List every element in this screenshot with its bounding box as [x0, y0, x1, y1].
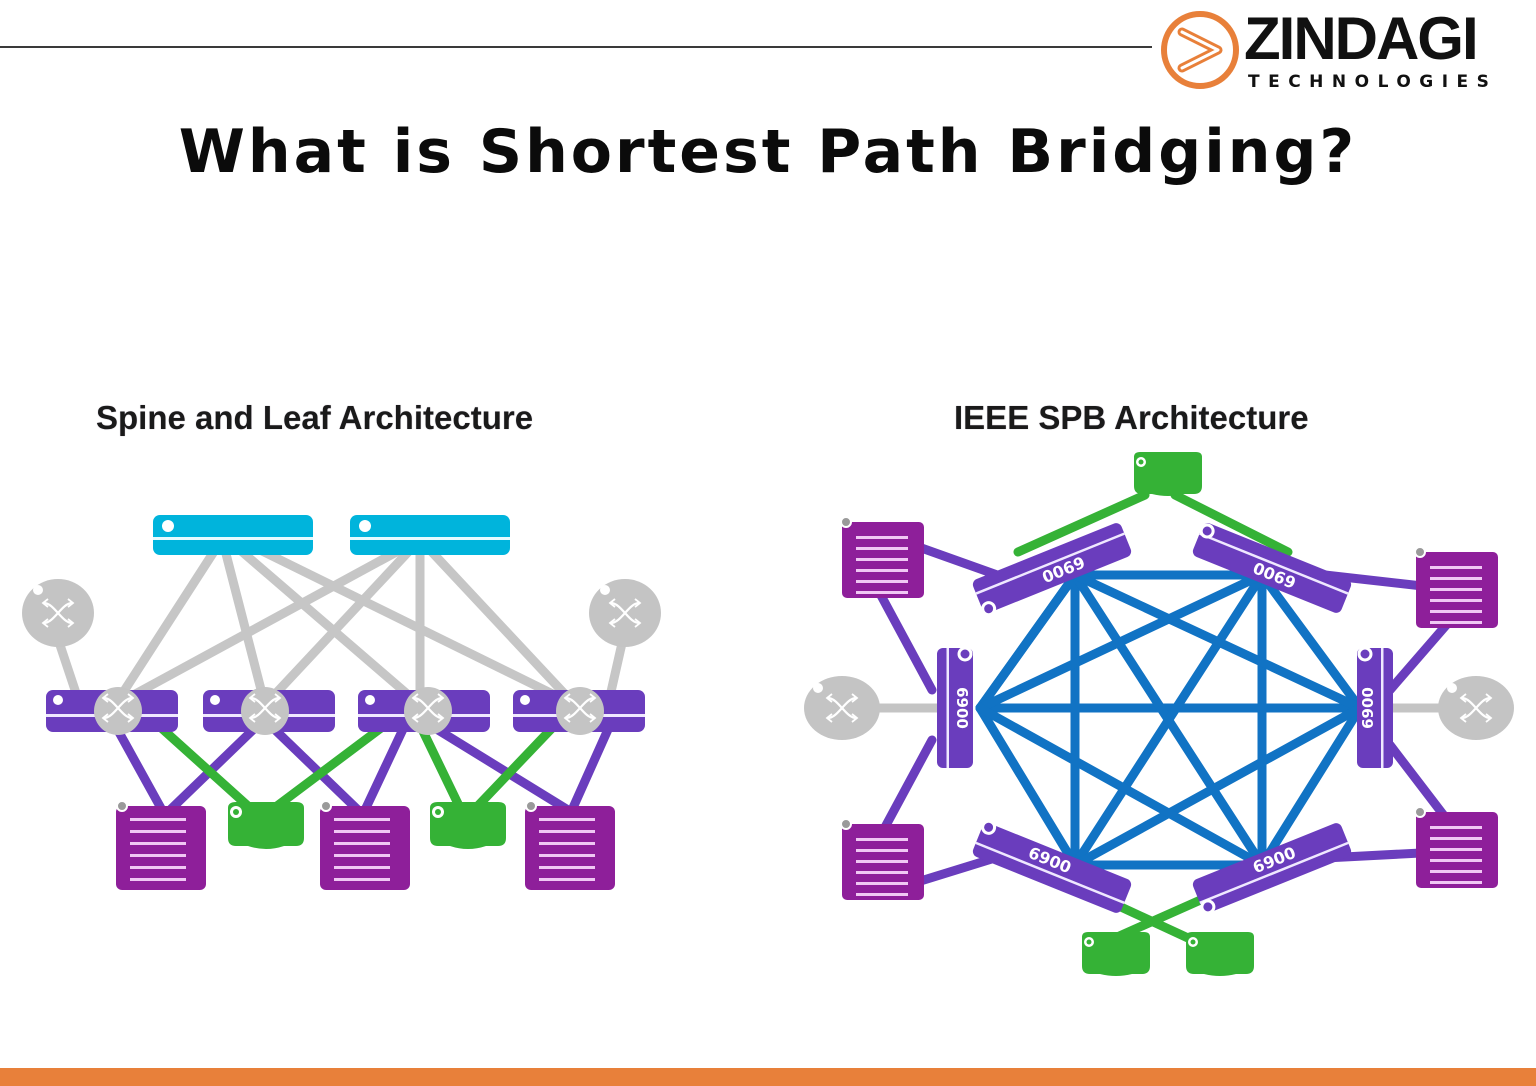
router-icon: [22, 579, 94, 647]
logo-wordmark: ZINDAGI: [1244, 5, 1479, 72]
server-icon: [320, 800, 410, 890]
spb-title: IEEE SPB Architecture: [954, 399, 1309, 436]
server-icon: [116, 800, 206, 890]
mesh-links: [975, 570, 1365, 870]
storage-icon: [430, 802, 506, 849]
storage-icon: [1134, 452, 1202, 496]
server-icon: [1414, 806, 1498, 888]
leaf-switch-icon: [513, 687, 645, 735]
leaf-switch-icon: [203, 687, 335, 735]
spb-mesh-diagram: 6900 6900 6900 6900 6900 6900: [804, 452, 1514, 976]
core-switch-icon: 6900: [1192, 823, 1352, 915]
header-divider: [0, 46, 1152, 48]
footer-accent-bar: [0, 1068, 1536, 1086]
spine-switch-icon: [350, 515, 510, 555]
page-title: What is Shortest Path Bridging?: [178, 117, 1358, 187]
core-switch-icon: 6900: [937, 646, 973, 768]
server-icon: [525, 800, 615, 890]
leaf-switch-icon: [358, 687, 490, 735]
logo-subtitle: TECHNOLOGIES: [1248, 72, 1498, 92]
storage-icon: [228, 802, 304, 849]
spine-leaf-title: Spine and Leaf Architecture: [96, 399, 534, 436]
chevron-circle-icon: [1161, 11, 1239, 89]
storage-icon: [1186, 932, 1254, 976]
leaf-switch-icon: [46, 687, 178, 735]
core-switch-icon: 6900: [972, 819, 1132, 913]
zindagi-logo: ZINDAGI TECHNOLOGIES: [1160, 8, 1520, 92]
core-switch-icon: 6900: [1192, 523, 1352, 613]
svg-text:6900: 6900: [953, 687, 971, 729]
server-icon: [840, 516, 924, 598]
router-icon: [1438, 676, 1514, 740]
storage-icon: [1082, 932, 1150, 976]
storage-links: [153, 720, 560, 820]
core-switch-icon: 6900: [1357, 646, 1393, 768]
server-icon: [840, 818, 924, 900]
router-icon: [589, 579, 661, 647]
spine-switch-icon: [153, 515, 313, 555]
svg-text:6900: 6900: [1359, 687, 1377, 729]
spine-leaf-diagram: [22, 515, 661, 890]
spine-uplinks: [50, 545, 630, 710]
router-icon: [804, 676, 880, 740]
server-links: [110, 720, 615, 815]
server-icon: [1414, 546, 1498, 628]
